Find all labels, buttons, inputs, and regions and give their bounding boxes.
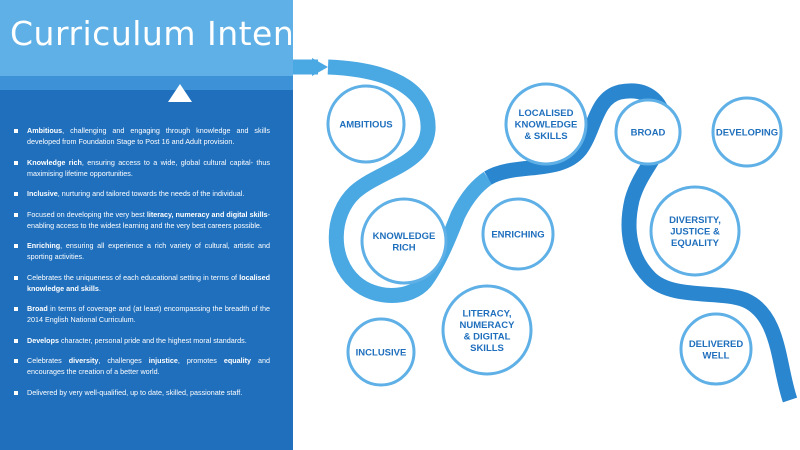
node-label-line: LITERACY,	[462, 308, 511, 319]
node-label-line: WELL	[703, 350, 730, 361]
node-diversity-justice-equality: DIVERSITY,JUSTICE &EQUALITY	[649, 185, 741, 277]
page-title: Curriculum Intent	[10, 14, 308, 53]
ribbon-arrowhead-icon	[312, 58, 328, 76]
triangle-marker-icon	[168, 84, 192, 102]
bullet-item: Ambitious, challenging and engaging thro…	[14, 125, 270, 147]
node-label-line: KNOWLEDGE	[373, 231, 436, 242]
ribbon-path-2	[484, 83, 798, 403]
node-label-line: NUMERACY	[460, 320, 516, 331]
node-label-line: SKILLS	[470, 343, 504, 354]
node-circle	[326, 84, 406, 164]
node-circle	[441, 284, 533, 376]
node-ambitious: AMBITIOUS	[326, 84, 406, 164]
bullet-item: Inclusive, nurturing and tailored toward…	[14, 188, 270, 199]
bullet-item: Knowledge rich, ensuring access to a wid…	[14, 157, 270, 179]
bullet-item: Focused on developing the very best lite…	[14, 209, 270, 231]
node-circle	[711, 96, 783, 168]
node-circle	[360, 197, 448, 285]
node-label-line: RICH	[392, 242, 415, 253]
title-underline-band	[0, 76, 293, 90]
value-nodes: AMBITIOUSKNOWLEDGERICHINCLUSIVELOCALISED…	[326, 82, 783, 387]
node-label-line: DIVERSITY,	[669, 215, 721, 226]
node-circle	[614, 98, 682, 166]
title-bar	[0, 0, 293, 76]
node-broad: BROAD	[614, 98, 682, 166]
ribbon-path-1	[327, 59, 493, 303]
node-label-line: KNOWLEDGE	[515, 120, 578, 131]
node-developing: DEVELOPING	[711, 96, 783, 168]
node-label-line: AMBITIOUS	[339, 120, 392, 131]
node-label-line: DEVELOPING	[716, 128, 778, 139]
node-label-line: LOCALISED	[519, 108, 574, 119]
bullet-item: Celebrates diversity, challenges injusti…	[14, 355, 270, 377]
node-label-line: EQUALITY	[671, 238, 720, 249]
node-circle	[649, 185, 741, 277]
node-enriching: ENRICHING	[481, 197, 555, 271]
node-label-line: ENRICHING	[491, 230, 544, 241]
bullet-item: Broad in terms of coverage and (at least…	[14, 303, 270, 325]
node-circle	[481, 197, 555, 271]
node-circle	[504, 82, 588, 166]
node-circle	[679, 312, 753, 386]
flow-ribbons	[293, 58, 798, 403]
intent-bullet-list: Ambitious, challenging and engaging thro…	[14, 125, 270, 407]
bullet-item: Enriching, ensuring all experience a ric…	[14, 240, 270, 262]
node-label-line: BROAD	[631, 128, 666, 139]
bullet-item: Celebrates the uniqueness of each educat…	[14, 272, 270, 294]
node-circle	[346, 317, 416, 387]
node-label-line: INCLUSIVE	[356, 348, 407, 359]
node-inclusive: INCLUSIVE	[346, 317, 416, 387]
bullet-item: Delivered by very well-qualified, up to …	[14, 387, 270, 398]
bullet-item: Develops character, personal pride and t…	[14, 335, 270, 346]
node-label-line: JUSTICE &	[670, 227, 720, 238]
node-label-line: DELIVERED	[689, 339, 744, 350]
node-label-line: & DIGITAL	[464, 331, 511, 342]
node-label-line: & SKILLS	[524, 131, 567, 142]
